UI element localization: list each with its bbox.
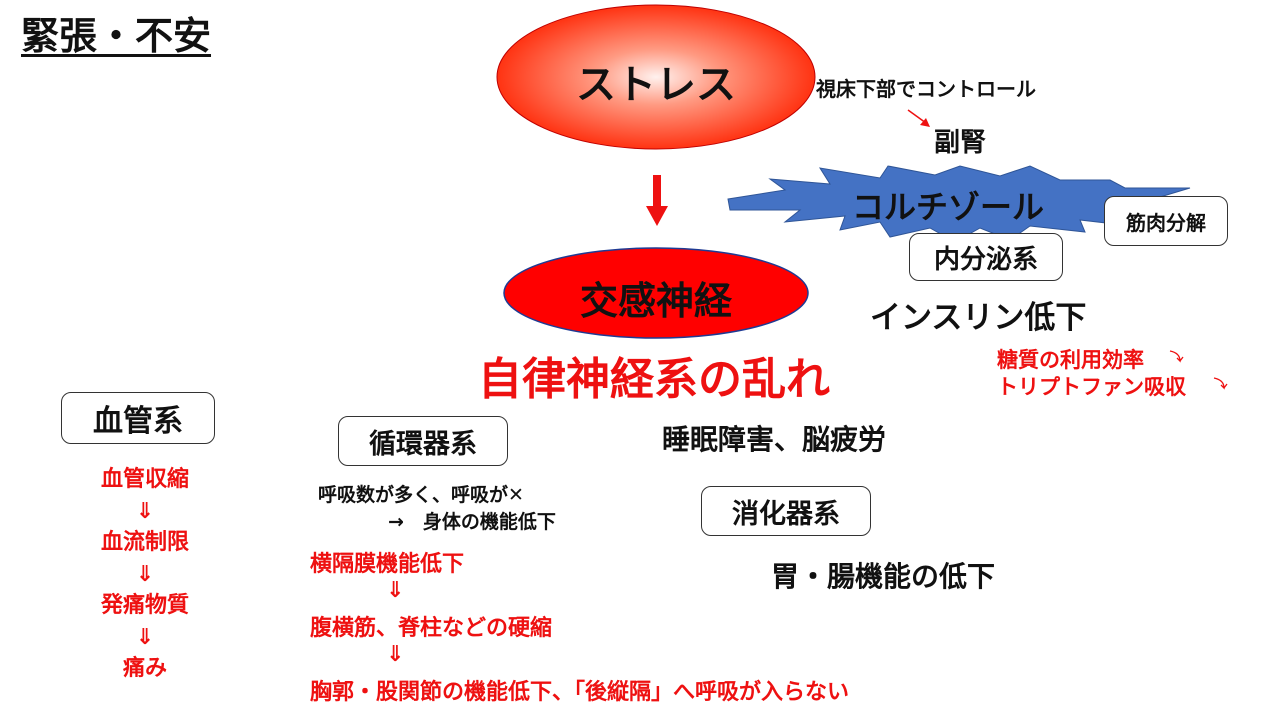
vascular-steps: 血管収縮 ⇓ 血流制限 ⇓ 発痛物質 ⇓ 痛み [70, 464, 220, 685]
circulatory-step: 腹横筋、脊柱などの硬縮 [310, 616, 553, 641]
autonomic-heading: 自律神経系の乱れ [478, 354, 830, 405]
circulatory-line1: 呼吸数が多く、呼吸が✕ [318, 484, 524, 506]
digestive-box: 消化器系 [701, 486, 871, 536]
adrenal-text: 副腎 [934, 128, 987, 158]
digestive-text: 胃・腸機能の低下 [771, 560, 996, 593]
circulatory-step: 横隔膜機能低下 [310, 552, 465, 577]
insulin-text: インスリン低下 [870, 300, 1087, 336]
circulatory-line2: → 身体の機能低下 [388, 511, 556, 533]
stress-oval [496, 4, 816, 150]
circulatory-label: 循環器系 [369, 428, 477, 460]
vascular-step: 血管収縮 [100, 467, 189, 492]
page-title: 緊張・不安 [21, 14, 212, 58]
muscle-breakdown-box: 筋肉分解 [1104, 196, 1228, 246]
sugar-curve-arrow [1169, 350, 1184, 363]
hypothalamus-text: 視床下部でコントロール [816, 77, 1036, 101]
vascular-box: 血管系 [61, 392, 215, 444]
small-arrow-head [920, 118, 930, 127]
tryptophan-curve-arrow [1213, 377, 1228, 390]
sugar-text: 糖質の利用効率 [997, 348, 1144, 372]
cortisol-label: コルチゾール [852, 188, 1045, 226]
vascular-label: 血管系 [93, 404, 183, 439]
circulatory-arrow: ⇓ [386, 578, 405, 603]
vascular-arrow: ⇓ [135, 498, 155, 524]
endocrine-box: 内分泌系 [909, 233, 1063, 281]
arrow-shaft [653, 175, 661, 208]
digestive-label: 消化器系 [732, 498, 840, 530]
sympathetic-label: 交感神経 [579, 279, 732, 323]
sleep-text: 睡眠障害、脳疲労 [662, 423, 887, 456]
small-arrow-line [907, 109, 927, 124]
vascular-arrow: ⇓ [135, 561, 155, 587]
tryptophan-text: トリプトファン吸収 [997, 375, 1186, 399]
circulatory-box: 循環器系 [338, 416, 508, 466]
vascular-step: 発痛物質 [100, 593, 189, 618]
vascular-step: 血流制限 [100, 530, 189, 555]
endocrine-label: 内分泌系 [933, 244, 1038, 275]
arrow-head [646, 206, 668, 226]
sympathetic-oval [503, 247, 809, 339]
vascular-arrow: ⇓ [135, 624, 155, 650]
stress-label: ストレス [576, 62, 736, 108]
circulatory-arrow: ⇓ [386, 642, 405, 667]
circulatory-step: 胸郭・股関節の機能低下、「後縦隔」へ呼吸が入らない [310, 680, 850, 705]
vascular-step: 痛み [122, 656, 167, 681]
muscle-breakdown-label: 筋肉分解 [1126, 210, 1206, 235]
